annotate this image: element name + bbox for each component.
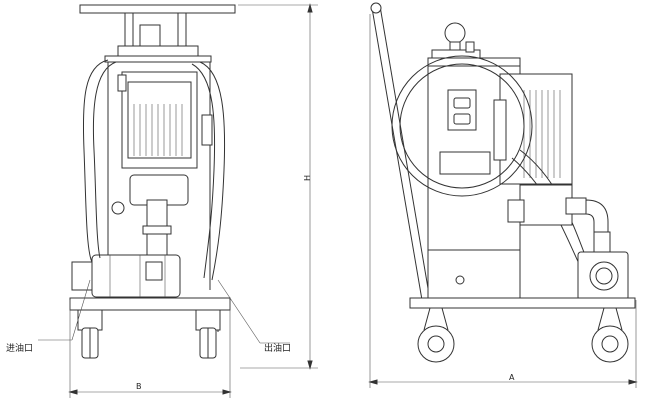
dim-length-side-label: A [509, 373, 515, 382]
side-motor [493, 73, 573, 185]
front-handle-bar [79, 4, 236, 14]
outlet-label: 出油口 [264, 342, 291, 354]
side-wheel-left [417, 307, 455, 363]
front-caster-right [195, 309, 221, 359]
side-hose-loop [391, 55, 533, 197]
inlet-label: 进油口 [6, 342, 33, 354]
side-base [409, 297, 636, 309]
pressure-gauge [444, 22, 466, 44]
dim-width-front-label: B [136, 382, 142, 391]
front-pump [111, 174, 189, 257]
front-base [69, 297, 231, 311]
side-view: A [368, 2, 638, 388]
side-pump [507, 184, 611, 253]
side-wheel-right [591, 307, 629, 363]
front-motor [117, 71, 198, 169]
front-filter [71, 254, 181, 298]
side-filter-housing [577, 251, 629, 301]
front-view: 进油口 出油口 H B [6, 3, 318, 398]
dim-height-label: H [303, 175, 312, 181]
nameplate [439, 151, 491, 175]
front-caster-left [77, 309, 103, 359]
